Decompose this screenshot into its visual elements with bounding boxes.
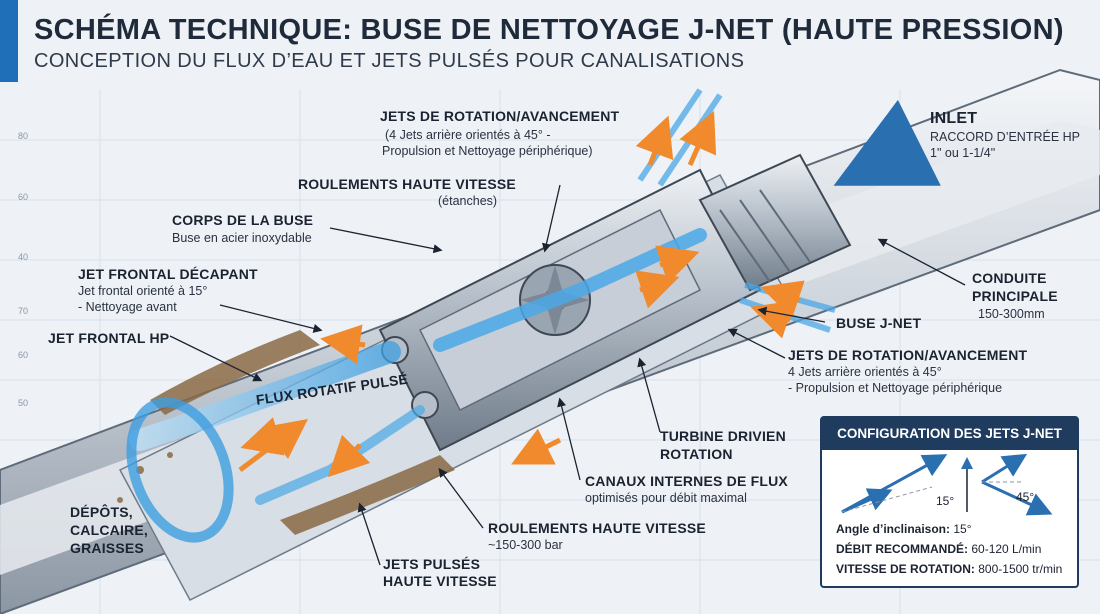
label-jets-right-sub2: - Propulsion et Nettoyage périphérique	[788, 381, 1003, 395]
label-roulements-top-title: ROULEMENTS HAUTE VITESSE	[298, 176, 516, 192]
label-roulements-bottom-sub: ~150-300 bar	[488, 538, 563, 552]
label-conduite-title1: CONDUITE	[972, 270, 1047, 286]
config-row-debit: DÉBIT RECOMMANDÉ: 60-120 L/min	[836, 542, 1041, 556]
axis-tick: 50	[18, 398, 29, 408]
axis-tick: 80	[18, 131, 29, 141]
config-panel: CONFIGURATION DES JETS J-NET 15° 45° Ang…	[820, 416, 1079, 588]
label-turbine-title1: TURBINE DRIVIEN	[660, 428, 786, 444]
label-roulements-top-sub: (étanches)	[438, 194, 498, 208]
config-row-debit-label: DÉBIT RECOMMANDÉ:	[836, 542, 968, 556]
label-depots1: DÉPÔTS,	[70, 504, 133, 520]
label-inlet-title: INLET	[930, 110, 978, 127]
label-turbine-title2: ROTATION	[660, 446, 733, 462]
leader-lines	[169, 184, 966, 566]
axis-tick: 70	[18, 306, 29, 316]
label-jet-frontal-hp: JET FRONTAL HP	[48, 330, 170, 346]
label-depots2: CALCAIRE,	[70, 522, 149, 538]
config-angle-15: 15°	[936, 494, 955, 508]
axis-tick: 60	[18, 192, 29, 202]
label-inlet-sub2: 1" ou 1-1/4"	[930, 146, 996, 160]
label-corps-sub: Buse en acier inoxydable	[172, 231, 312, 245]
page-subtitle: CONCEPTION DU FLUX D’EAU ET JETS PULSÉS …	[34, 50, 745, 72]
label-canaux-title: CANAUX INTERNES DE FLUX	[585, 473, 788, 489]
deposit-layer	[117, 330, 455, 535]
label-jets-top-title: JETS DE ROTATION/AVANCEMENT	[380, 108, 620, 124]
label-depots3: GRAISSES	[70, 540, 144, 556]
label-jets-pulses1: JETS PULSÉS	[383, 556, 481, 572]
config-row-angle-label: Angle d’inclinaison:	[836, 522, 951, 536]
config-row-debit-value: 60-120 L/min	[971, 542, 1042, 556]
config-title: CONFIGURATION DES JETS J-NET	[822, 418, 1077, 450]
label-jet-frontal-decapant-title: JET FRONTAL DÉCAPANT	[78, 266, 258, 282]
label-conduite-sub: 150-300mm	[978, 307, 1045, 321]
axis-tick: 40	[18, 252, 29, 262]
config-row-vitesse-label: VITESSE DE ROTATION:	[836, 562, 975, 576]
page-title: SCHÉMA TECHNIQUE: BUSE DE NETTOYAGE J-NE…	[34, 14, 1064, 46]
config-row-vitesse: VITESSE DE ROTATION: 800-1500 tr/min	[836, 562, 1062, 576]
config-row-angle: Angle d’inclinaison: 15°	[836, 522, 972, 536]
inlet-arrow	[833, 99, 941, 186]
label-jet-frontal-decapant-sub2: - Nettoyage avant	[78, 300, 177, 314]
label-conduite-title2: PRINCIPALE	[972, 288, 1058, 304]
label-jets-right-title: JETS DE ROTATION/AVANCEMENT	[788, 347, 1028, 363]
label-jet-frontal-decapant-sub1: Jet frontal orienté à 15°	[78, 284, 208, 298]
label-corps-title: CORPS DE LA BUSE	[172, 212, 314, 228]
config-row-angle-value: 15°	[953, 522, 972, 536]
label-jets-pulses2: HAUTE VITESSE	[383, 573, 497, 589]
config-angle-diagram	[841, 453, 1053, 516]
title-accent-bar	[0, 0, 18, 82]
config-angle-45: 45°	[1016, 490, 1035, 504]
label-jets-top-sub1: (4 Jets arrière orientés à 45° -	[385, 128, 551, 142]
label-canaux-sub: optimisés pour débit maximal	[585, 491, 747, 505]
label-inlet-sub1: RACCORD D’ENTRÉE HP	[930, 130, 1081, 144]
label-jets-top-sub2: Propulsion et Nettoyage périphérique)	[382, 144, 593, 158]
label-buse-jnet: BUSE J-NET	[836, 315, 922, 331]
flow-arrows	[238, 110, 805, 478]
label-jets-right-sub1: 4 Jets arrière orientés à 45°	[788, 365, 942, 379]
label-roulements-bottom-title: ROULEMENTS HAUTE VITESSE	[488, 520, 706, 536]
axis-tick: 60	[18, 350, 29, 360]
config-row-vitesse-value: 800-1500 tr/min	[978, 562, 1063, 576]
